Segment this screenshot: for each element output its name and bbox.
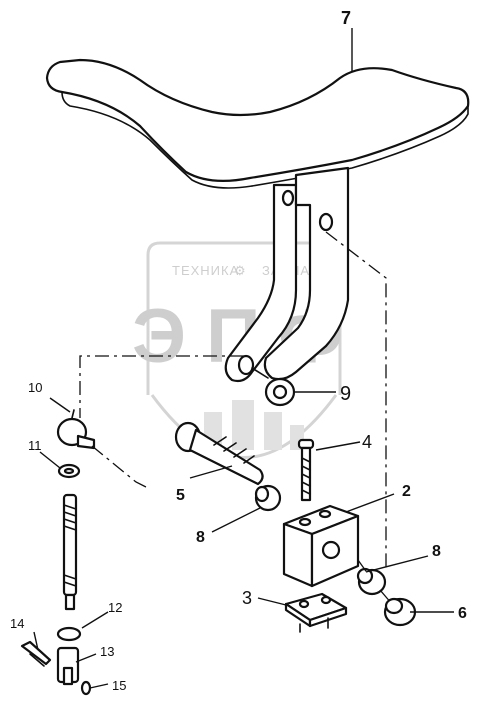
callout-3: 3 — [242, 588, 252, 608]
seat-bracket — [224, 166, 350, 383]
callout-13: 13 — [100, 644, 114, 659]
callout-6: 6 — [458, 605, 467, 622]
callout-4: 4 — [362, 432, 372, 452]
plate-part-3 — [284, 592, 348, 633]
callout-7: 7 — [341, 8, 351, 28]
seat-part-7 — [45, 58, 470, 189]
callout-9: 9 — [340, 383, 351, 405]
callout-2: 2 — [402, 483, 411, 500]
callout-numbers: 7 9 10 11 4 5 2 8 8 3 12 6 14 13 15 — [10, 8, 467, 693]
clevis-part-13 — [56, 646, 80, 686]
callout-8-lower: 8 — [432, 543, 441, 560]
threaded-rod — [62, 493, 78, 611]
fitting-part-10 — [56, 409, 96, 450]
ring-part-15 — [80, 680, 92, 696]
callout-8-upper: 8 — [196, 529, 205, 546]
callout-11: 11 — [28, 438, 42, 453]
centre-lines — [79, 231, 393, 605]
callout-15: 15 — [112, 678, 126, 693]
spacer-part-8-lower — [356, 567, 387, 596]
washer-part-11 — [57, 463, 81, 479]
watermark-text-left: ТЕХНИКА — [172, 263, 239, 278]
pin-part-14 — [20, 640, 52, 667]
callout-12: 12 — [108, 600, 122, 615]
spacer-part-8-upper — [254, 484, 282, 512]
callout-14: 14 — [10, 616, 24, 631]
leader-lines — [33, 28, 454, 689]
screw-part-4 — [297, 438, 315, 502]
callout-5: 5 — [176, 487, 185, 504]
nut-part-6 — [383, 597, 417, 627]
bolt-part-5 — [174, 421, 264, 486]
callout-10: 10 — [28, 380, 42, 395]
washer-part-12 — [56, 626, 82, 642]
svg-text:⚙: ⚙ — [234, 263, 247, 278]
nut-part-9 — [251, 367, 296, 407]
watermark-letter-e: Э — [132, 294, 187, 379]
block-part-2 — [282, 504, 360, 588]
